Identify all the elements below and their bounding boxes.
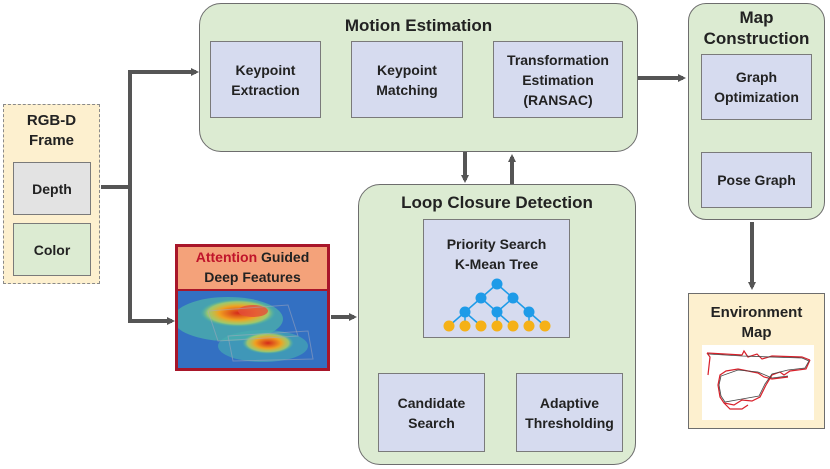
adaptive-thresholding-box: Adaptive Thresholding: [516, 373, 623, 452]
rgbd-frame-title: RGB-D Frame: [26, 112, 77, 149]
environment-map-title: Environment Map: [710, 304, 803, 341]
attention-heatmap-image: [178, 291, 327, 368]
keypoint-extraction-box: Keypoint Extraction: [210, 41, 321, 118]
map-construction-title: Map Construction: [703, 8, 810, 48]
keypoint-matching-box: Keypoint Matching: [351, 41, 463, 118]
environment-map-panel: Environment Map: [688, 293, 825, 429]
environment-map-image: [702, 345, 814, 420]
deep-features-label: Deep Features: [204, 269, 301, 285]
guided-word: Guided: [257, 249, 310, 265]
motion-estimation-title: Motion Estimation: [344, 16, 493, 35]
color-box: Color: [13, 223, 91, 276]
attention-header: Attention Guided Deep Features: [178, 247, 327, 289]
candidate-search-box: Candidate Search: [378, 373, 485, 452]
graph-optimization-box: Graph Optimization: [701, 54, 812, 120]
pose-graph-box: Pose Graph: [701, 152, 812, 208]
kmeans-tree-icon: [443, 278, 551, 332]
attention-features-panel: Attention Guided Deep Features: [175, 244, 330, 371]
priority-search-label: Priority Search K-Mean Tree: [446, 236, 547, 272]
transformation-estimation-box: Transformation Estimation (RANSAC): [493, 41, 623, 118]
priority-search-tree-box: Priority Search K-Mean Tree: [423, 219, 570, 338]
rgbd-frame: RGB-D Frame Depth Color: [3, 104, 100, 284]
loop-closure-title: Loop Closure Detection: [401, 193, 593, 212]
depth-box: Depth: [13, 162, 91, 215]
wire-to-attention: [128, 187, 175, 325]
wire-to-keypoint: [128, 68, 199, 187]
attention-word: Attention: [195, 249, 258, 265]
